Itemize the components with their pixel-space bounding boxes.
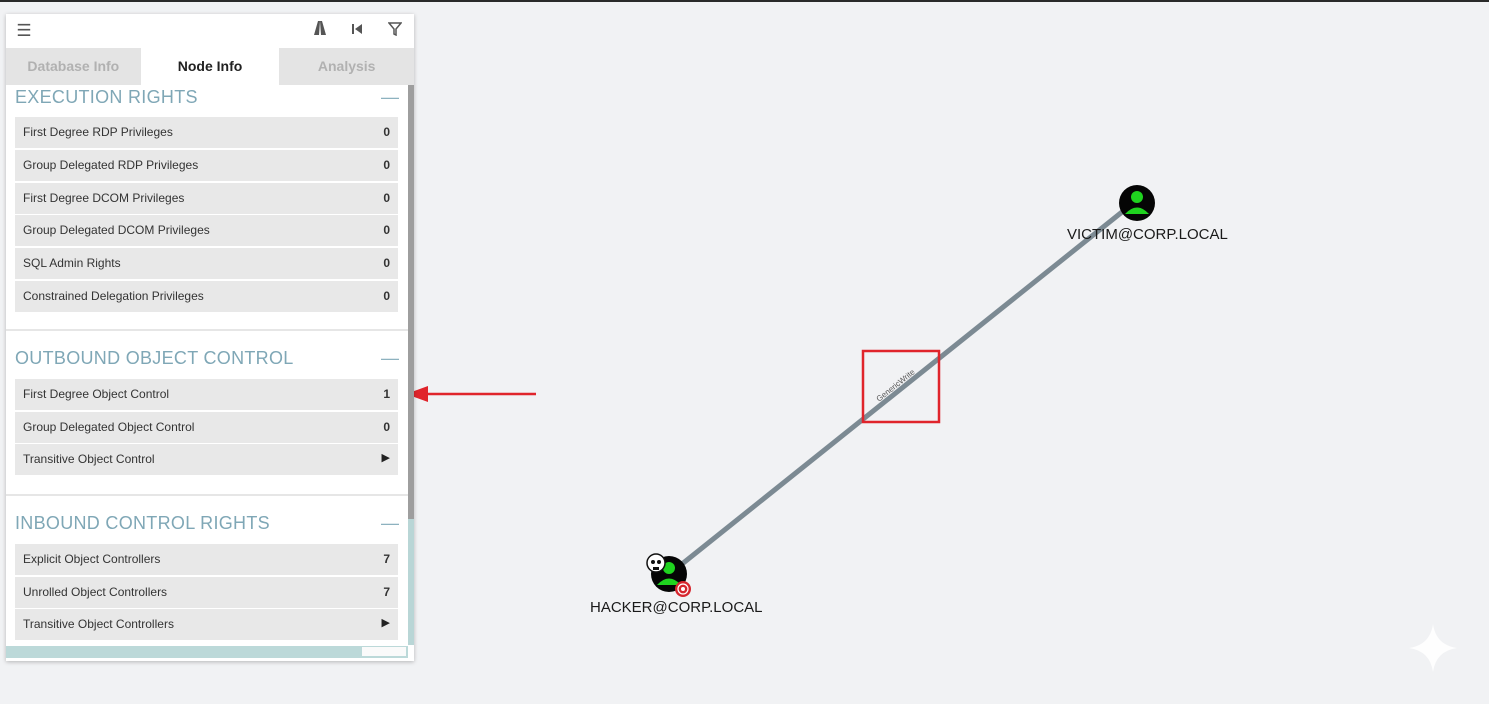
section-divider <box>6 494 408 496</box>
row-value: 0 <box>383 289 390 303</box>
section-title: INBOUND CONTROL RIGHTS <box>15 513 270 533</box>
panel-tabs: Database Info Node Info Analysis <box>6 48 415 85</box>
tab-node-info[interactable]: Node Info <box>142 48 278 85</box>
row-value: 7 <box>383 585 390 599</box>
victim-user-node[interactable] <box>1119 185 1155 221</box>
row-label: SQL Admin Rights <box>23 256 121 270</box>
vertical-scrollbar-thumb[interactable] <box>408 85 414 519</box>
row-label: Group Delegated DCOM Privileges <box>23 223 210 237</box>
collapse-icon[interactable]: — <box>381 87 399 107</box>
row-label: Group Delegated Object Control <box>23 420 195 434</box>
row-group-delegated-object-control[interactable]: Group Delegated Object Control 0 <box>15 412 398 443</box>
row-value: 0 <box>383 191 390 205</box>
section-title: OUTBOUND OBJECT CONTROL <box>15 348 294 368</box>
row-value: 0 <box>383 125 390 139</box>
window-top-border <box>0 0 1489 2</box>
row-first-degree-dcom[interactable]: First Degree DCOM Privileges 0 <box>15 183 398 214</box>
expand-arrow-icon[interactable]: ▶ <box>381 452 390 464</box>
row-value: 7 <box>383 552 390 566</box>
collapse-icon[interactable]: — <box>381 348 399 368</box>
row-label: First Degree RDP Privileges <box>23 125 173 139</box>
edge-highlight-box <box>861 349 941 424</box>
row-label: First Degree Object Control <box>23 387 170 401</box>
section-divider <box>6 329 408 331</box>
row-label: Unrolled Object Controllers <box>23 585 168 599</box>
row-label: Constrained Delegation Privileges <box>23 289 204 303</box>
victim-node-label: VICTIM@CORP.LOCAL <box>1067 226 1228 243</box>
horizontal-scrollbar-thumb[interactable] <box>362 647 406 656</box>
collapse-icon[interactable]: — <box>381 513 399 533</box>
hamburger-menu-icon[interactable]: ☰ <box>16 21 32 40</box>
expand-arrow-icon[interactable]: ▶ <box>381 617 390 629</box>
row-transitive-object-control[interactable]: Transitive Object Control ▶ <box>15 444 398 475</box>
pathfinding-icon[interactable] <box>309 20 331 42</box>
sparkle-watermark-icon <box>1409 624 1457 672</box>
row-sql-admin-rights[interactable]: SQL Admin Rights 0 <box>15 248 398 279</box>
row-transitive-object-controllers[interactable]: Transitive Object Controllers ▶ <box>15 609 398 640</box>
target-icon <box>675 581 691 597</box>
row-label: Group Delegated RDP Privileges <box>23 158 199 172</box>
section-title: EXECUTION RIGHTS <box>15 87 198 107</box>
vertical-scrollbar-lower <box>408 519 414 645</box>
row-label: Explicit Object Controllers <box>23 552 161 566</box>
edge-label: GenericWrite <box>875 367 917 403</box>
panel-content[interactable]: EXECUTION RIGHTS — First Degree RDP Priv… <box>6 85 408 645</box>
row-explicit-object-controllers[interactable]: Explicit Object Controllers 7 <box>15 544 398 575</box>
filter-icon[interactable] <box>384 20 406 42</box>
tab-database-info[interactable]: Database Info <box>6 48 141 85</box>
row-unrolled-object-controllers[interactable]: Unrolled Object Controllers 7 <box>15 577 398 608</box>
row-value: 0 <box>383 223 390 237</box>
panel-toolbar: ☰ <box>6 14 414 48</box>
row-first-degree-object-control[interactable]: First Degree Object Control 1 <box>15 379 398 410</box>
skull-icon <box>646 553 666 573</box>
row-group-delegated-rdp[interactable]: Group Delegated RDP Privileges 0 <box>15 150 398 181</box>
hacker-node-label: HACKER@CORP.LOCAL <box>590 599 763 616</box>
section-execution-rights: EXECUTION RIGHTS — <box>15 87 399 111</box>
row-value: 0 <box>383 256 390 270</box>
horizontal-scrollbar[interactable] <box>6 646 408 658</box>
row-value: 1 <box>383 387 390 401</box>
row-first-degree-rdp[interactable]: First Degree RDP Privileges 0 <box>15 117 398 148</box>
row-group-delegated-dcom[interactable]: Group Delegated DCOM Privileges 0 <box>15 215 398 246</box>
row-value: 0 <box>383 158 390 172</box>
row-label: Transitive Object Controllers <box>23 617 174 631</box>
row-label: First Degree DCOM Privileges <box>23 191 185 205</box>
node-info-panel: ☰ Database Info Node Info Analysis EXECU… <box>6 14 415 661</box>
tab-analysis[interactable]: Analysis <box>279 48 415 85</box>
section-outbound-object-control: OUTBOUND OBJECT CONTROL — <box>15 348 399 372</box>
row-label: Transitive Object Control <box>23 452 155 466</box>
graph-edge[interactable] <box>669 209 1125 575</box>
row-value: 0 <box>383 420 390 434</box>
section-inbound-control-rights: INBOUND CONTROL RIGHTS — <box>15 513 399 537</box>
back-icon[interactable] <box>346 20 368 42</box>
red-arrow-annotation <box>406 386 536 402</box>
row-constrained-delegation[interactable]: Constrained Delegation Privileges 0 <box>15 281 398 312</box>
